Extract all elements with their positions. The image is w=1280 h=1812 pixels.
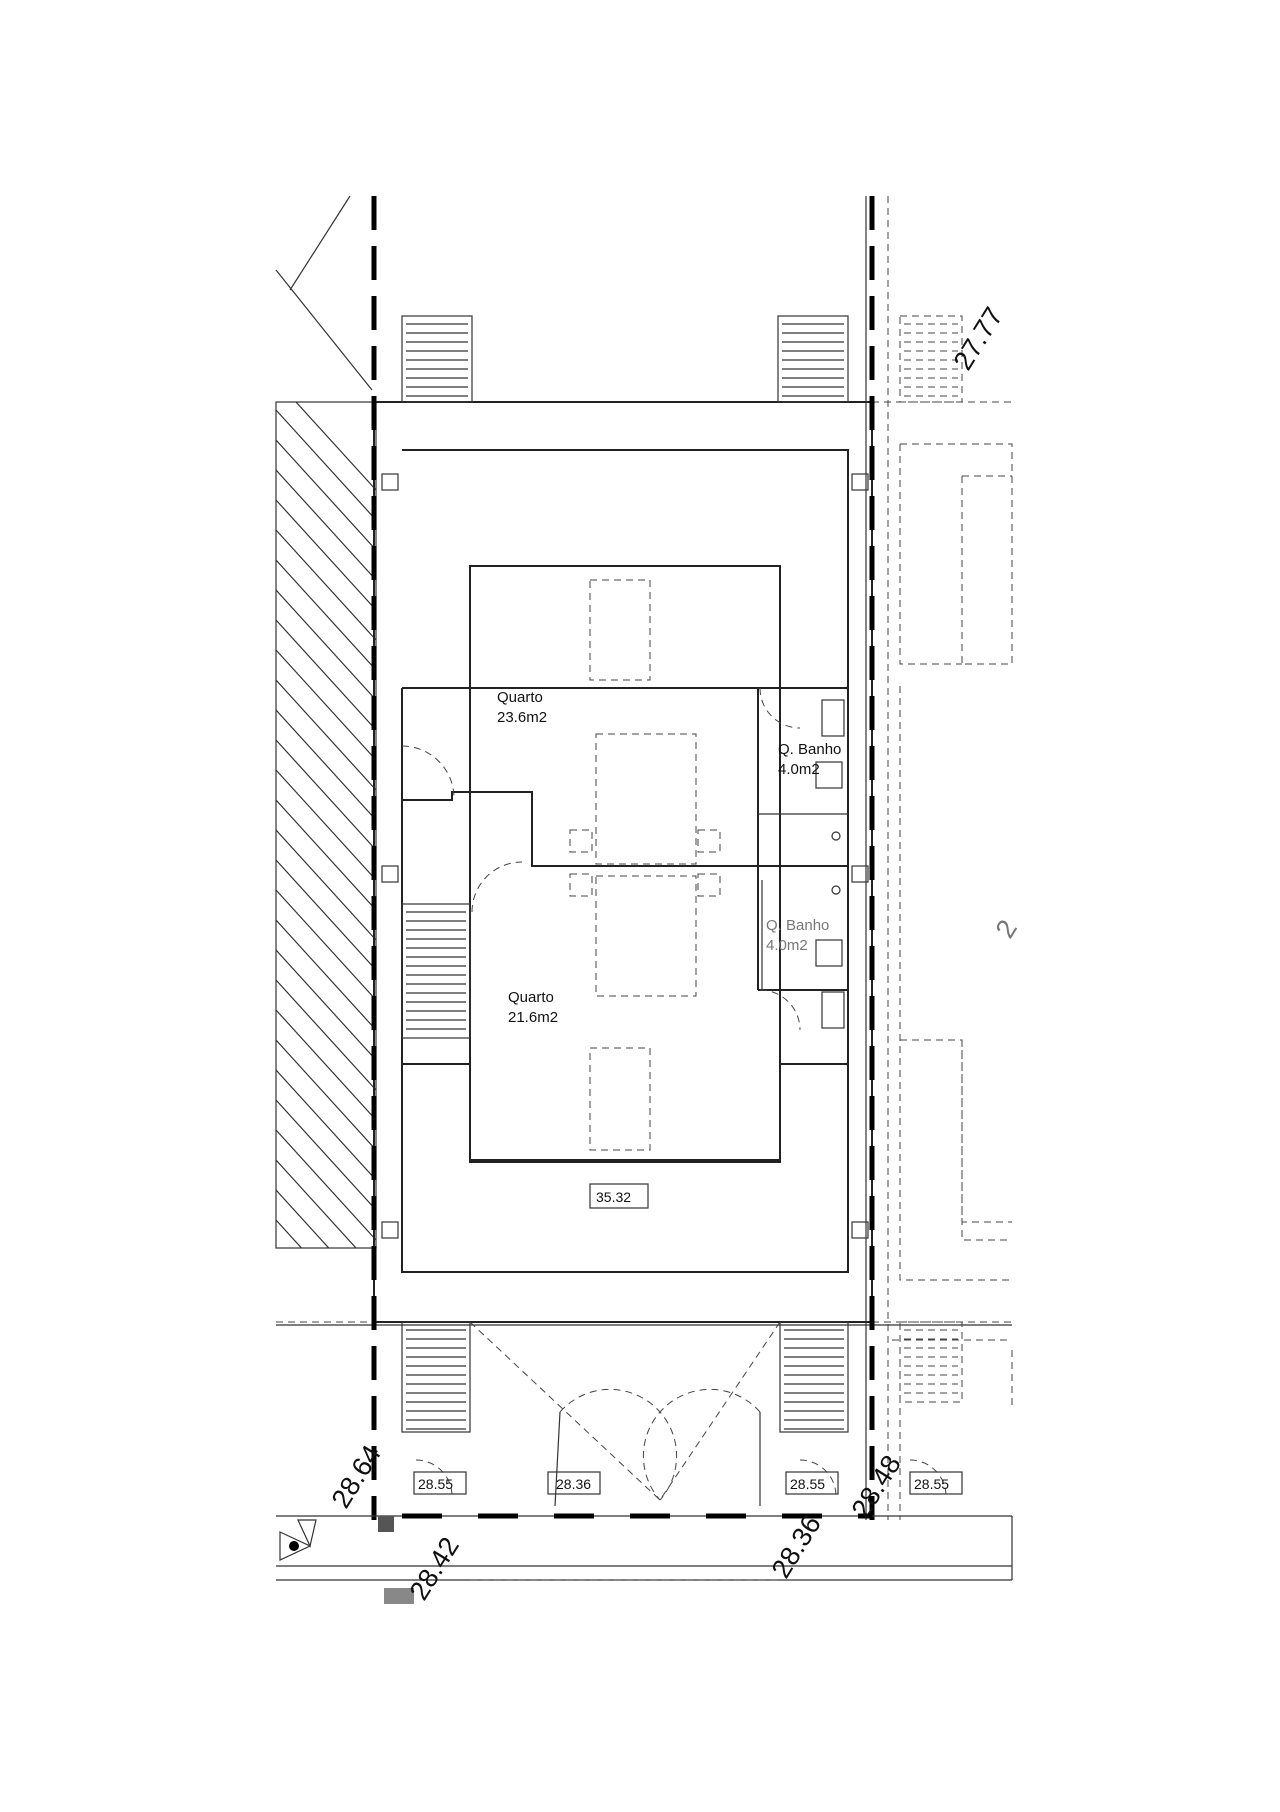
hatch-line [276, 1069, 376, 1181]
hatch-line [276, 619, 376, 731]
stair-flight [777, 315, 849, 403]
svg-text:28.36: 28.36 [556, 1476, 591, 1492]
room-name-quarto-lower: Quarto [508, 989, 554, 1006]
room-area-quarto-lower: 21.6m2 [508, 1009, 558, 1026]
hatch-line [276, 1009, 376, 1121]
upper-floor-outline [401, 449, 849, 1273]
hatch-line [276, 919, 376, 1031]
hatch-line [276, 949, 376, 1061]
level-tag-ground-2: 28.36 [547, 1471, 601, 1495]
hatch-line [276, 979, 376, 1091]
door-swings [401, 687, 947, 1507]
hatch-line [276, 529, 376, 641]
elevation-bottom-left: 28.64 [326, 1440, 387, 1513]
level-tag-ground-1: 28.55 [413, 1471, 467, 1495]
utility-symbols [279, 1516, 414, 1604]
elevation-street-right: 28.36 [766, 1510, 827, 1583]
hatch-line [276, 1039, 376, 1151]
svg-text:28.55: 28.55 [418, 1476, 453, 1492]
bathroom-fixtures [815, 699, 845, 1029]
hatch-line [276, 859, 376, 971]
room-name-banho-lower: Q. Banho [766, 917, 829, 934]
hatch-line [276, 829, 376, 941]
hatch-line [276, 1189, 330, 1248]
elevation-street-left: 28.42 [404, 1532, 465, 1605]
hatch-line [295, 402, 376, 491]
svg-text:28.55: 28.55 [790, 1476, 825, 1492]
dashed-furniture [469, 579, 781, 1501]
hatch-line [276, 1250, 376, 1360]
room-name-quarto-upper: Quarto [497, 689, 543, 706]
hatch-line [276, 499, 376, 611]
hatch-line [276, 1099, 376, 1211]
hatch-line [276, 1159, 357, 1248]
room-name-banho-upper: Q. Banho [778, 741, 841, 758]
neighbor-dashed-outline [872, 196, 1013, 1520]
elevation-top-right: 27.77 [948, 302, 1009, 375]
hatch-line [276, 889, 376, 1001]
wall-markers [381, 473, 869, 1239]
room-area-quarto-upper: 23.6m2 [497, 709, 547, 726]
stair-flight [401, 903, 471, 1039]
hatch-line [276, 679, 376, 791]
level-tag-ground-4: 28.55 [909, 1471, 963, 1495]
stair-flight [899, 315, 963, 403]
stair-flight [401, 315, 473, 403]
room-area-banho-lower: 4.0m2 [766, 937, 808, 954]
stair-flight [899, 1321, 963, 1403]
svg-text:28.55: 28.55 [914, 1476, 949, 1492]
stair-flight [401, 1321, 471, 1433]
elevation-bottom-right: 28.48 [846, 1450, 907, 1523]
hatch-line [276, 769, 376, 881]
hatch-line [276, 1280, 376, 1390]
hatch-line [276, 409, 376, 521]
hatch-line [276, 799, 376, 911]
level-tag-center: 35.32 [589, 1183, 649, 1209]
hatch-line [276, 559, 376, 671]
hatch-line [276, 469, 376, 581]
hatch-line [276, 589, 376, 701]
hatch-line [276, 1219, 303, 1248]
street-lines [276, 1513, 1013, 1581]
level-tag-ground-3: 28.55 [785, 1471, 839, 1495]
staircases [401, 315, 963, 1433]
hatch-line [276, 1129, 376, 1241]
elevation-right-partial: 2 [990, 915, 1023, 944]
neighbor-hatched-area [275, 401, 377, 1390]
hatch-line [276, 709, 376, 821]
hatch-line [276, 739, 376, 851]
stair-flight [779, 1321, 849, 1433]
svg-text:35.32: 35.32 [596, 1189, 631, 1205]
lot-boundaries [371, 196, 875, 1520]
hatch-line [276, 649, 376, 761]
room-area-banho-upper: 4.0m2 [778, 761, 820, 778]
hatch-line [276, 439, 376, 551]
site-lines-top [275, 195, 373, 391]
